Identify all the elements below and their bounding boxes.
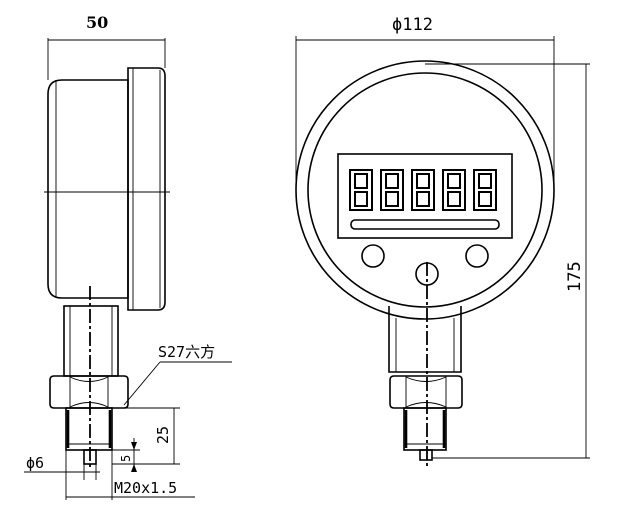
display-bar: [350, 219, 500, 230]
led-digit: [380, 169, 404, 211]
gauge-bezel: [127, 67, 166, 311]
hex-nut: [49, 375, 129, 409]
led-digit: [411, 169, 435, 211]
gauge-housing: [47, 79, 129, 299]
led-digit: [473, 169, 497, 211]
thread-spec-label: M20x1.5: [114, 479, 177, 497]
led-digits: [349, 169, 497, 211]
hex-size-label: S27六方: [158, 343, 215, 361]
led-digit: [349, 169, 373, 211]
stem: [63, 305, 119, 377]
thread-length-label: 25: [154, 426, 172, 444]
display-window: [337, 153, 513, 239]
front-view: ϕ112 175: [295, 15, 590, 468]
front-stem: [388, 306, 462, 373]
groove-dimension-label: 5: [119, 455, 133, 462]
side-view: 50 S27六方: [24, 13, 232, 500]
front-tip: [419, 449, 433, 461]
left-button[interactable]: [361, 244, 385, 268]
gauge-bezel-ring: [307, 72, 543, 308]
front-hex-nut: [389, 375, 463, 409]
diameter-label: ϕ112: [392, 15, 433, 35]
tip-diameter-label: ϕ6: [26, 454, 44, 472]
width-dimension-label: 50: [86, 13, 108, 32]
right-button[interactable]: [465, 244, 489, 268]
gauge-outer-ring: [295, 60, 555, 320]
led-digit: [442, 169, 466, 211]
height-label: 175: [565, 261, 585, 292]
